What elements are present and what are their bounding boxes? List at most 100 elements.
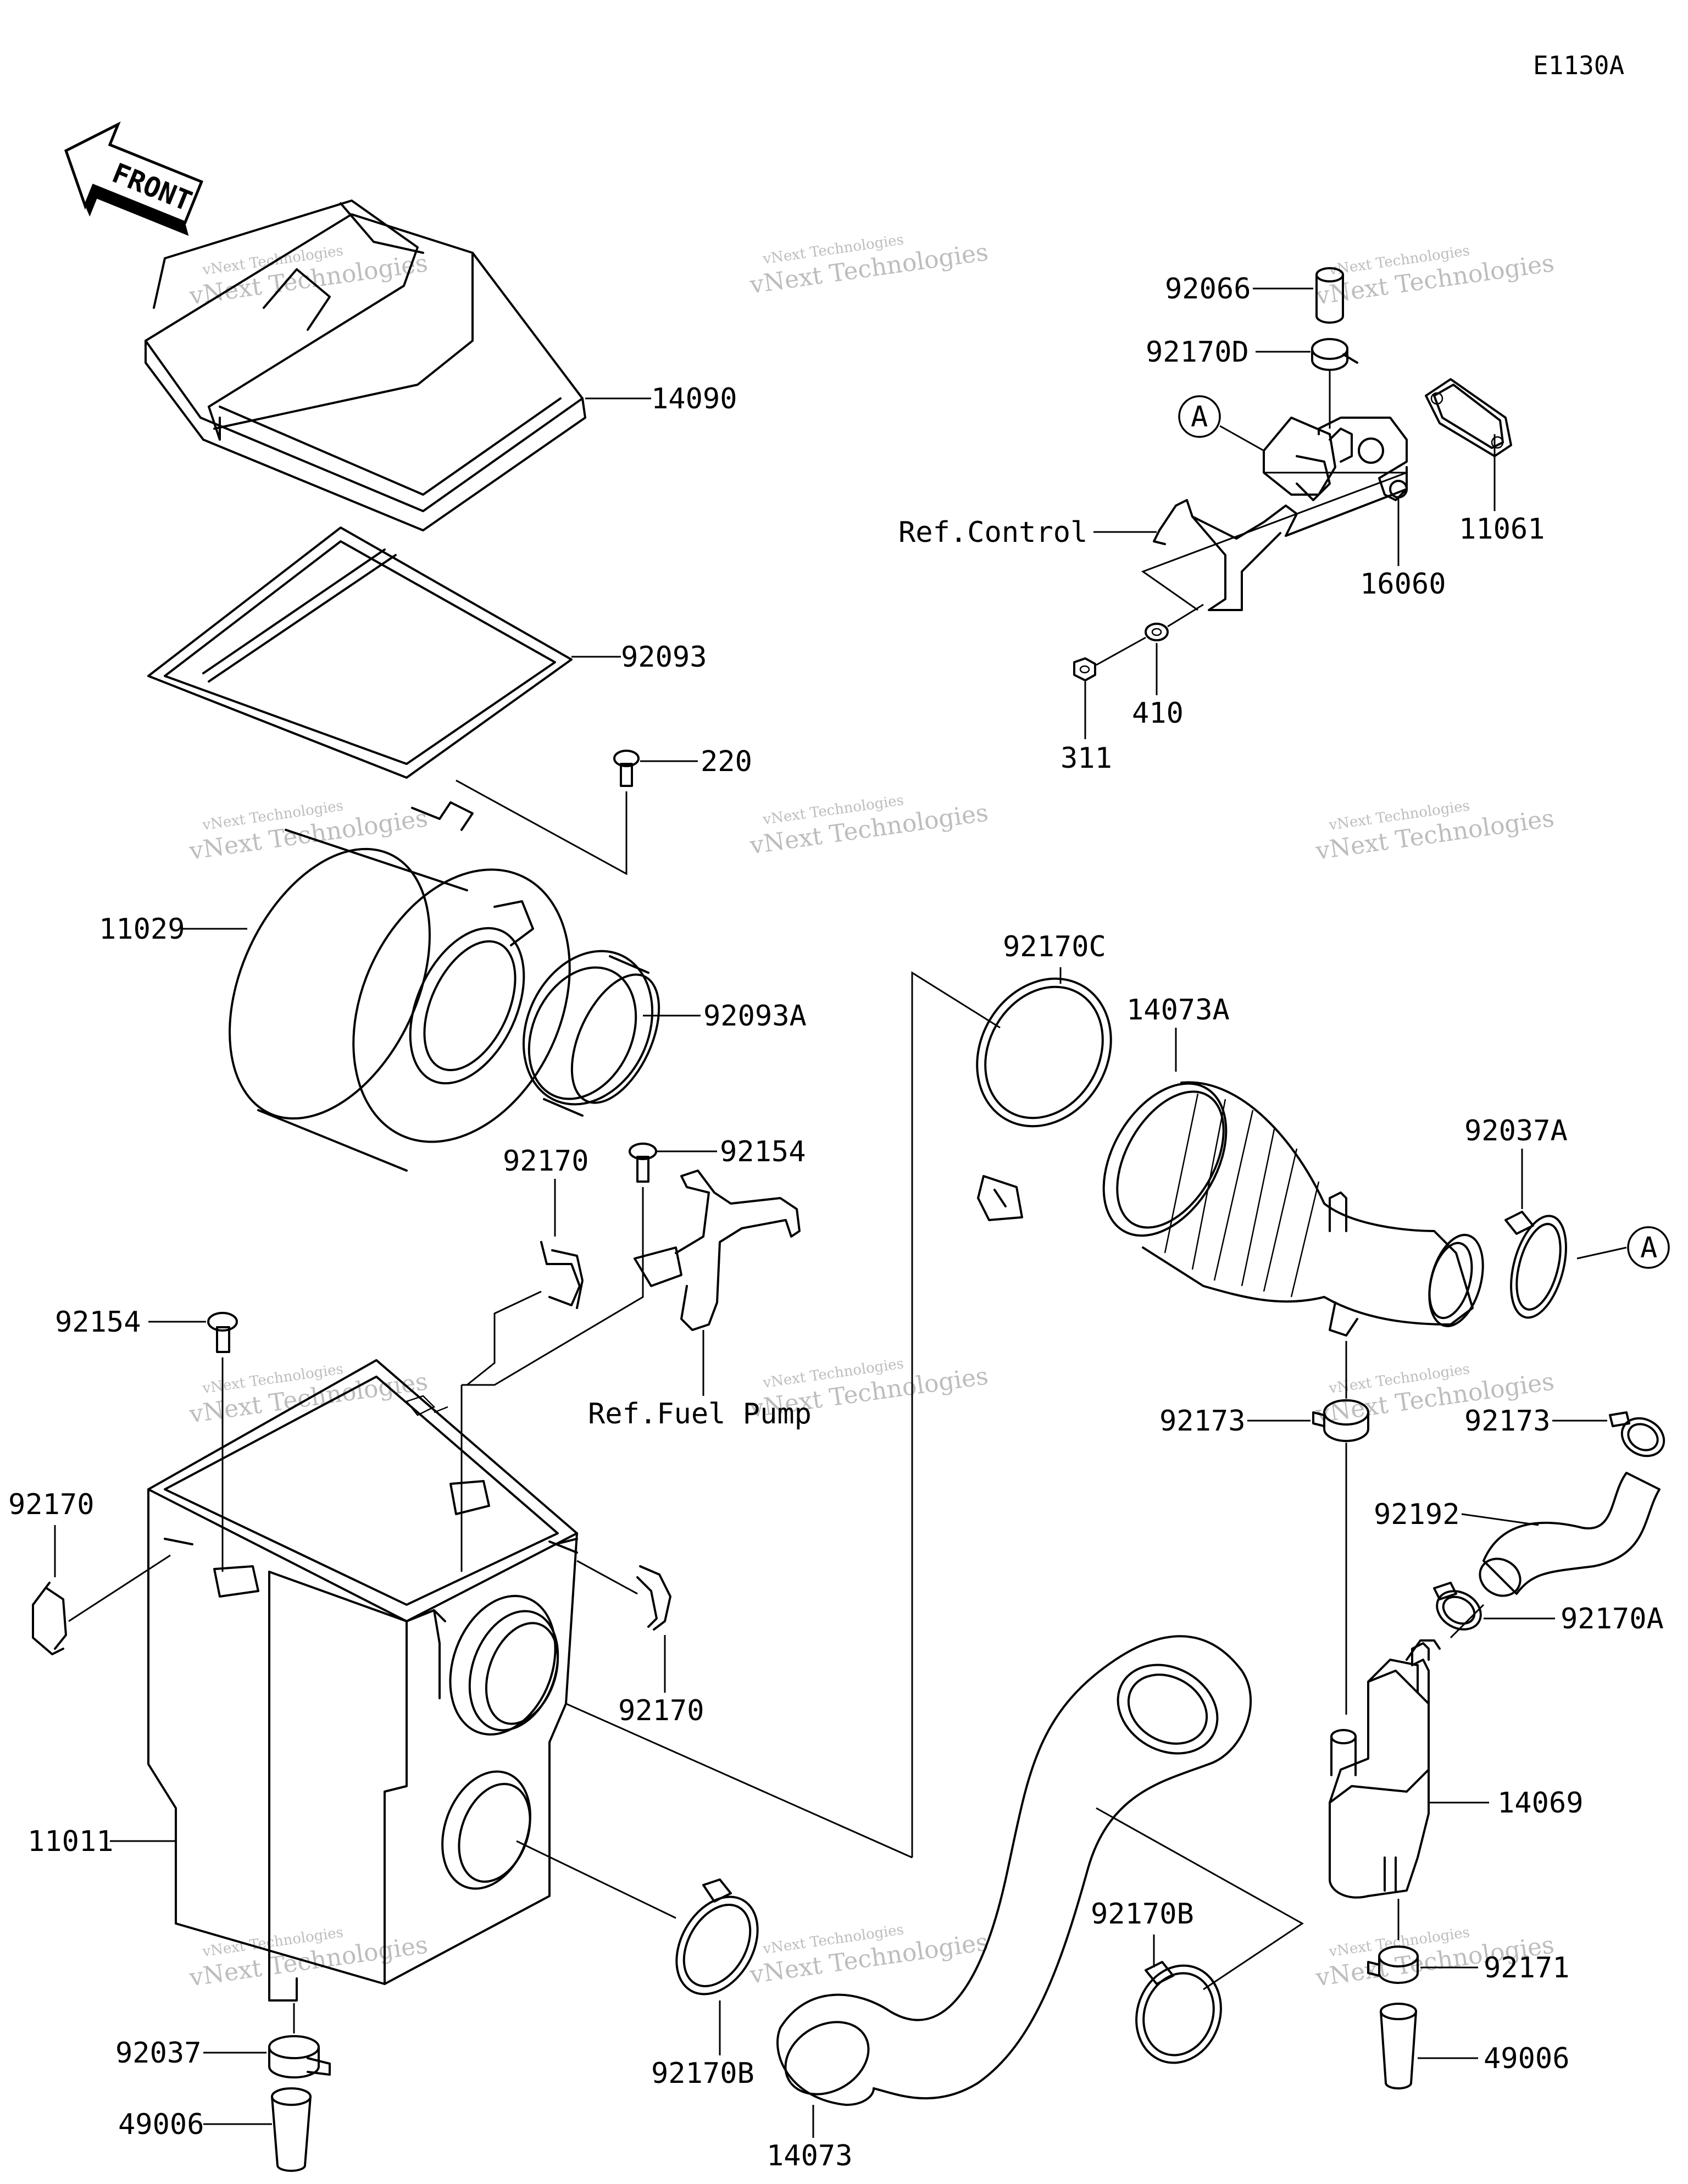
label-92170C: 92170C [1003, 930, 1106, 963]
part-14090-cover [145, 199, 586, 531]
label-92173-left: 92173 [1159, 1405, 1246, 1438]
leader-ref-A-mid [1576, 1246, 1627, 1260]
ref-marker-A-text: A [1640, 1232, 1657, 1265]
ref-marker-A-top-text: A [1191, 401, 1208, 434]
part-92170B-clamp-left [675, 1878, 759, 1995]
label-11011: 11011 [27, 1825, 114, 1858]
part-11061-gasket [1425, 378, 1512, 457]
label-49006-right: 49006 [1484, 2042, 1570, 2075]
part-92037A-clamp [1504, 1211, 1567, 1319]
part-11029-element [229, 801, 571, 1172]
part-410-washer [1145, 623, 1169, 641]
part-92170-clip-right [636, 1565, 671, 1631]
part-49006-cap-right [1380, 2003, 1417, 2089]
diagram-code: E1130A [1533, 51, 1624, 80]
part-14073A-bellows [1102, 1081, 1484, 1337]
label-14073: 14073 [767, 2139, 853, 2172]
label-92173-right: 92173 [1464, 1405, 1551, 1438]
clamp-path-left [516, 1840, 676, 1919]
part-92154-bolt-top [629, 1143, 657, 1183]
duct-path-2 [911, 971, 1001, 1858]
tank-path-top [1450, 1604, 1485, 1639]
ref-fuel-pump: Ref.Fuel Pump [588, 1398, 812, 1431]
label-11061: 11061 [1459, 513, 1545, 546]
washer-path [1167, 603, 1204, 628]
label-14090: 14090 [651, 383, 737, 415]
leader-ref-A-top [1219, 425, 1264, 452]
label-92093A: 92093A [703, 1000, 807, 1033]
label-11029: 11029 [99, 913, 185, 946]
part-92171-clamp [1367, 1945, 1419, 1984]
fuel-pump-bracket [634, 1169, 801, 1331]
part-92170A-clamp [1433, 1582, 1482, 1631]
label-410: 410 [1132, 697, 1184, 730]
ref-control: Ref.Control [898, 516, 1087, 549]
part-92173-clamp-right [1609, 1411, 1665, 1457]
label-92170-top: 92170 [503, 1145, 589, 1178]
nut-path [1096, 636, 1146, 666]
label-92170B-right: 92170B [1091, 1898, 1194, 1931]
label-49006-left: 49006 [118, 2108, 204, 2141]
part-92170-clip-top [540, 1241, 584, 1309]
ref-marker-A [1627, 1226, 1670, 1269]
label-92170D: 92170D [1146, 336, 1249, 369]
screw-path-220 [456, 779, 628, 875]
clip-path-right [576, 1560, 638, 1595]
label-92192: 92192 [1374, 1498, 1460, 1531]
label-92170-right: 92170 [618, 1694, 704, 1727]
part-92192-hose [1479, 1472, 1661, 1597]
part-311-nut [1073, 657, 1096, 681]
part-220-screw [613, 750, 640, 787]
label-92093: 92093 [621, 641, 707, 674]
label-14069: 14069 [1497, 1787, 1584, 1820]
part-92170-clip-left [32, 1582, 67, 1655]
leader-92192 [1461, 1513, 1539, 1526]
part-92066-cap [1315, 267, 1344, 324]
ref-marker-A-top [1178, 395, 1221, 438]
part-92173-clamp-left [1312, 1399, 1369, 1442]
label-92170-left: 92170 [8, 1488, 95, 1521]
label-92170B-left: 92170B [651, 2057, 754, 2090]
label-92037A: 92037A [1464, 1115, 1568, 1148]
part-92170D-clamp [1311, 338, 1358, 371]
part-92170C-clamp [976, 977, 1112, 1221]
label-92154-left: 92154 [55, 1306, 141, 1339]
part-92093-gasket [147, 526, 573, 779]
clip-path-top [467, 1290, 542, 1386]
bracket-path [1141, 472, 1407, 611]
label-92037: 92037 [115, 2037, 202, 2070]
part-14073-duct [776, 1635, 1252, 2106]
label-92170A: 92170A [1561, 1603, 1664, 1636]
leader-92154-path [462, 1187, 644, 1386]
label-16060: 16060 [1360, 568, 1446, 601]
part-92037-clamp [268, 2035, 331, 2078]
label-92066: 92066 [1165, 273, 1251, 306]
part-92170B-clamp-right [1135, 1961, 1222, 2064]
clamp-path-right [1096, 1807, 1304, 1991]
label-14073A: 14073A [1126, 994, 1230, 1027]
duct-path [565, 1703, 913, 1859]
label-220: 220 [701, 745, 752, 778]
part-14069-tank [1329, 1639, 1441, 1899]
part-11011-housing [147, 1359, 578, 2002]
label-311: 311 [1060, 742, 1112, 775]
clip-path-left [68, 1554, 171, 1622]
front-arrow-icon: FRONT [64, 121, 204, 236]
part-92093A-ring [522, 950, 660, 1117]
part-16060-joint [1263, 417, 1408, 501]
label-92154-top: 92154 [720, 1135, 806, 1168]
label-92171: 92171 [1484, 1952, 1570, 1985]
part-49006-cap-left [271, 2087, 312, 2172]
part-92154-bolt-left [207, 1312, 238, 1353]
